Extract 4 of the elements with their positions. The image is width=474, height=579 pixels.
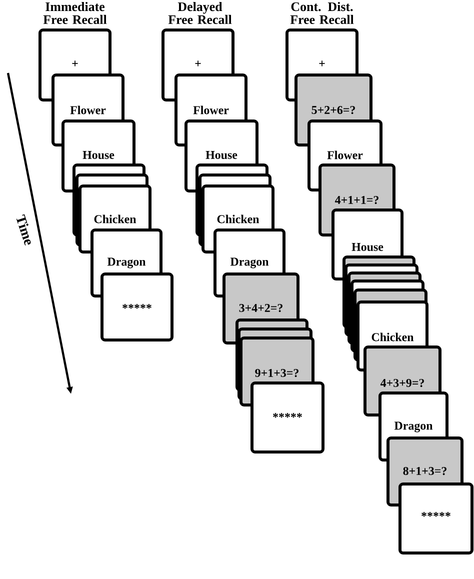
stimulus-card: ***** <box>100 272 174 342</box>
stimulus-card: ***** <box>398 482 474 554</box>
stimulus-card: ***** <box>250 382 324 454</box>
axis-label: Time <box>16 214 31 246</box>
